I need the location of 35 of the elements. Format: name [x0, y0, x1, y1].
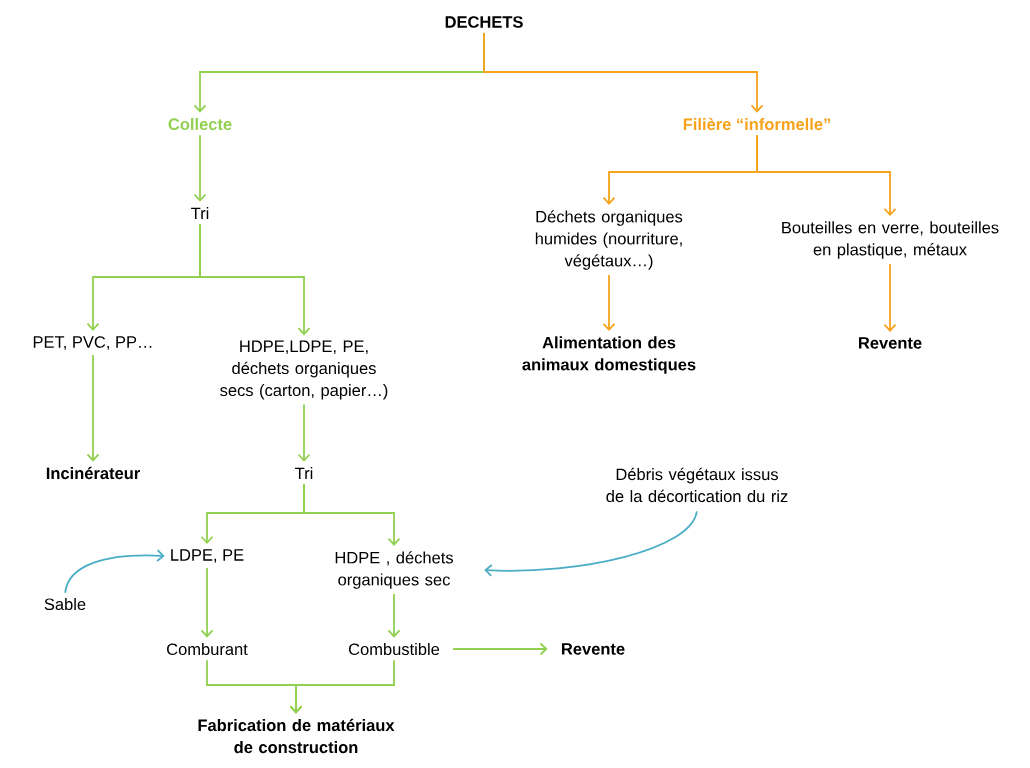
arrow	[199, 223, 311, 336]
flow-text: Bouteilles en verre, bouteilles en plastique, métaux	[782, 221, 999, 259]
arrow	[387, 593, 401, 638]
arrow	[883, 263, 897, 333]
flow-text: LDPE, PE	[171, 549, 244, 563]
flow-text: Alimentation des animaux domestiques	[522, 336, 696, 374]
flow-text: Débris végétaux issus de la décortication du riz	[606, 467, 788, 503]
heading: DECHETS	[445, 16, 523, 28]
arrow	[200, 567, 214, 638]
flow-text: Incinérateur	[46, 466, 140, 480]
arrow	[86, 354, 100, 462]
flow-text: Revente	[859, 337, 922, 349]
arrow	[289, 659, 395, 714]
flow-text: HDPE , déchets organiques sec	[335, 551, 453, 589]
flow-text: Revente	[562, 643, 625, 655]
flow-text: HDPE,LDPE, PE, déchets organiques secs (carton, papier…)	[220, 340, 388, 400]
curved-arrow	[64, 549, 165, 594]
flow-text: Combustible	[349, 642, 440, 656]
flow-text: Filière “informelle”	[683, 117, 831, 131]
curved-arrow	[484, 510, 698, 577]
arrow	[297, 403, 311, 462]
arrow	[452, 642, 548, 656]
flow-text: Tri	[295, 467, 313, 479]
flow-text: PET, PVC, PP…	[33, 336, 152, 350]
arrow	[193, 134, 207, 202]
flow-text: Comburant	[167, 642, 248, 656]
flow-text: Tri	[191, 207, 209, 219]
arrow	[602, 274, 616, 332]
flow-text: Fabrication de matériaux de construction	[198, 718, 395, 754]
flow-text: Déchets organiques humides (nourriture, végétaux…)	[535, 210, 683, 270]
arrow	[303, 483, 401, 547]
arrow	[756, 134, 897, 217]
flow-text: Sable	[44, 597, 86, 611]
arrow	[483, 32, 764, 113]
flow-text: Collecte	[168, 117, 232, 131]
